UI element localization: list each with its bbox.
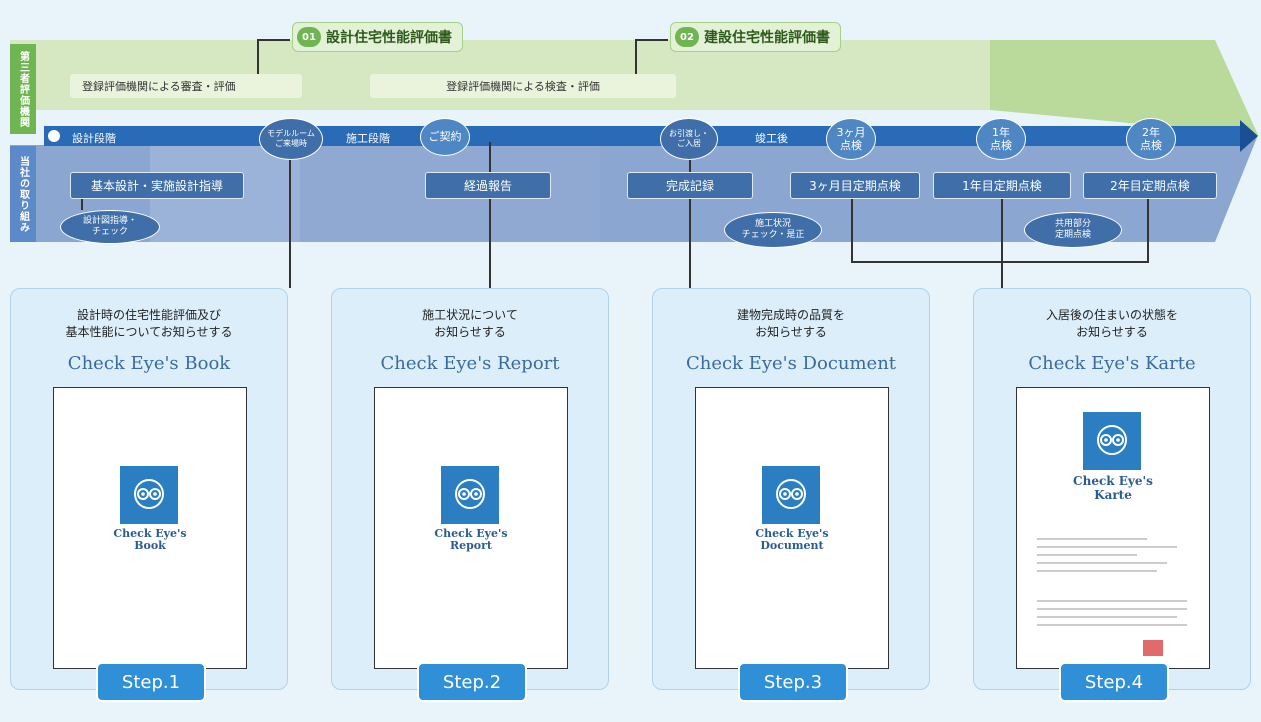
document-cover: Check Eye's Karte xyxy=(1016,387,1210,669)
step-title: Check Eye's Book xyxy=(67,353,231,374)
eval-number-01: 01 xyxy=(297,27,321,47)
step-title: Check Eye's Document xyxy=(685,353,897,374)
phase-after: 竣工後 xyxy=(755,132,788,145)
step-card-4: 入居後の住まいの状態を お知らせする Check Eye's Karte Che… xyxy=(973,288,1251,702)
karte-text-line xyxy=(1037,616,1177,618)
step-badge: Step.3 xyxy=(738,662,848,702)
connector-step4 xyxy=(851,196,1149,288)
timeline-start-dot xyxy=(48,130,60,142)
task-1year: 1年目定期点検 xyxy=(933,172,1071,199)
eval-title-design: 01 設計住宅性能評価書 xyxy=(292,22,463,52)
karte-text-line xyxy=(1037,608,1187,610)
step-title: Check Eye's Karte xyxy=(1028,353,1196,374)
document-cover: Check Eye's Document xyxy=(695,387,889,669)
side-label-third-party: 第三者評価機関 xyxy=(10,44,36,134)
task-3month: 3ヶ月目定期点検 xyxy=(790,172,920,199)
connector-eval-01 xyxy=(257,39,290,74)
eval-label-construction: 建設住宅性能評価書 xyxy=(704,30,830,46)
side-label-company: 当社の取り組み xyxy=(10,146,36,242)
eval-title-construction: 02 建設住宅性能評価書 xyxy=(670,22,841,52)
doc-title: Check Eye's Karte xyxy=(1073,474,1153,502)
karte-text-line xyxy=(1037,554,1137,556)
task-completion: 完成記録 xyxy=(627,172,753,199)
owl-eye-logo-icon xyxy=(1083,412,1141,470)
doc-title: Check Eye's Report xyxy=(434,527,508,552)
phase-construction: 施工段階 xyxy=(346,132,390,145)
eval-number-02: 02 xyxy=(675,27,699,47)
milestone-2year: 2年 点検 xyxy=(1126,118,1176,160)
step-description: 施工状況について お知らせする xyxy=(422,308,518,339)
document-cover: Check Eye's Report xyxy=(374,387,568,669)
document-cover: Check Eye's Book xyxy=(53,387,247,669)
milestone-1year: 1年 点検 xyxy=(976,118,1026,160)
subtask-construction-check: 施工状況 チェック・是正 xyxy=(724,212,822,248)
timeline-arrow-head xyxy=(1240,120,1258,152)
step-description: 建物完成時の品質を お知らせする xyxy=(736,308,845,339)
milestone-handover: お引渡し・ ご入居 xyxy=(660,118,718,160)
doc-title: Check Eye's Document xyxy=(755,527,829,552)
company-seal-icon xyxy=(1143,640,1163,656)
task-2year: 2年目定期点検 xyxy=(1083,172,1217,199)
subtask-drawing-check: 設計図指導・ チェック xyxy=(60,210,160,244)
owl-eye-logo-icon xyxy=(762,466,820,524)
third-party-band-accent xyxy=(990,40,1258,135)
owl-eye-logo-icon xyxy=(441,466,499,524)
step-card-3: 建物完成時の品質を お知らせする Check Eye's Document Ch… xyxy=(652,288,930,702)
milestone-model-room: モデルルーム ご来場時 xyxy=(259,118,323,160)
milestone-contract: ご契約 xyxy=(420,118,470,156)
phase-design: 設計段階 xyxy=(72,132,116,145)
subtask-common-area: 共用部分 定期点検 xyxy=(1024,212,1122,248)
karte-text-line xyxy=(1037,562,1167,564)
karte-text-line xyxy=(1037,600,1187,602)
timeline-bar xyxy=(44,126,1244,146)
step-badge: Step.4 xyxy=(1059,662,1169,702)
review-bar: 登録評価機関による審査・評価 xyxy=(70,74,302,98)
karte-text-line xyxy=(1037,570,1157,572)
step-card-2: 施工状況について お知らせする Check Eye's Report Check… xyxy=(331,288,609,702)
step-badge: Step.1 xyxy=(96,662,206,702)
milestone-3month: 3ヶ月 点検 xyxy=(826,118,876,160)
owl-eye-logo-icon xyxy=(120,466,178,524)
karte-text-line xyxy=(1037,546,1177,548)
step-badge: Step.2 xyxy=(417,662,527,702)
step-description: 設計時の住宅性能評価及び 基本性能についてお知らせする xyxy=(65,308,233,339)
task-design-guidance: 基本設計・実施設計指導 xyxy=(70,172,244,199)
karte-text-line xyxy=(1037,624,1187,626)
step-card-1: 設計時の住宅性能評価及び 基本性能についてお知らせする Check Eye's … xyxy=(10,288,288,702)
inspection-bar: 登録評価機関による検査・評価 xyxy=(370,74,676,98)
step-description: 入居後の住まいの状態を お知らせする xyxy=(1045,308,1178,339)
connector-eval-02 xyxy=(635,39,668,74)
doc-title: Check Eye's Book xyxy=(113,527,187,552)
task-progress: 経過報告 xyxy=(425,172,551,199)
karte-text-line xyxy=(1037,538,1147,540)
step-title: Check Eye's Report xyxy=(380,353,560,374)
eval-label-design: 設計住宅性能評価書 xyxy=(326,30,452,46)
